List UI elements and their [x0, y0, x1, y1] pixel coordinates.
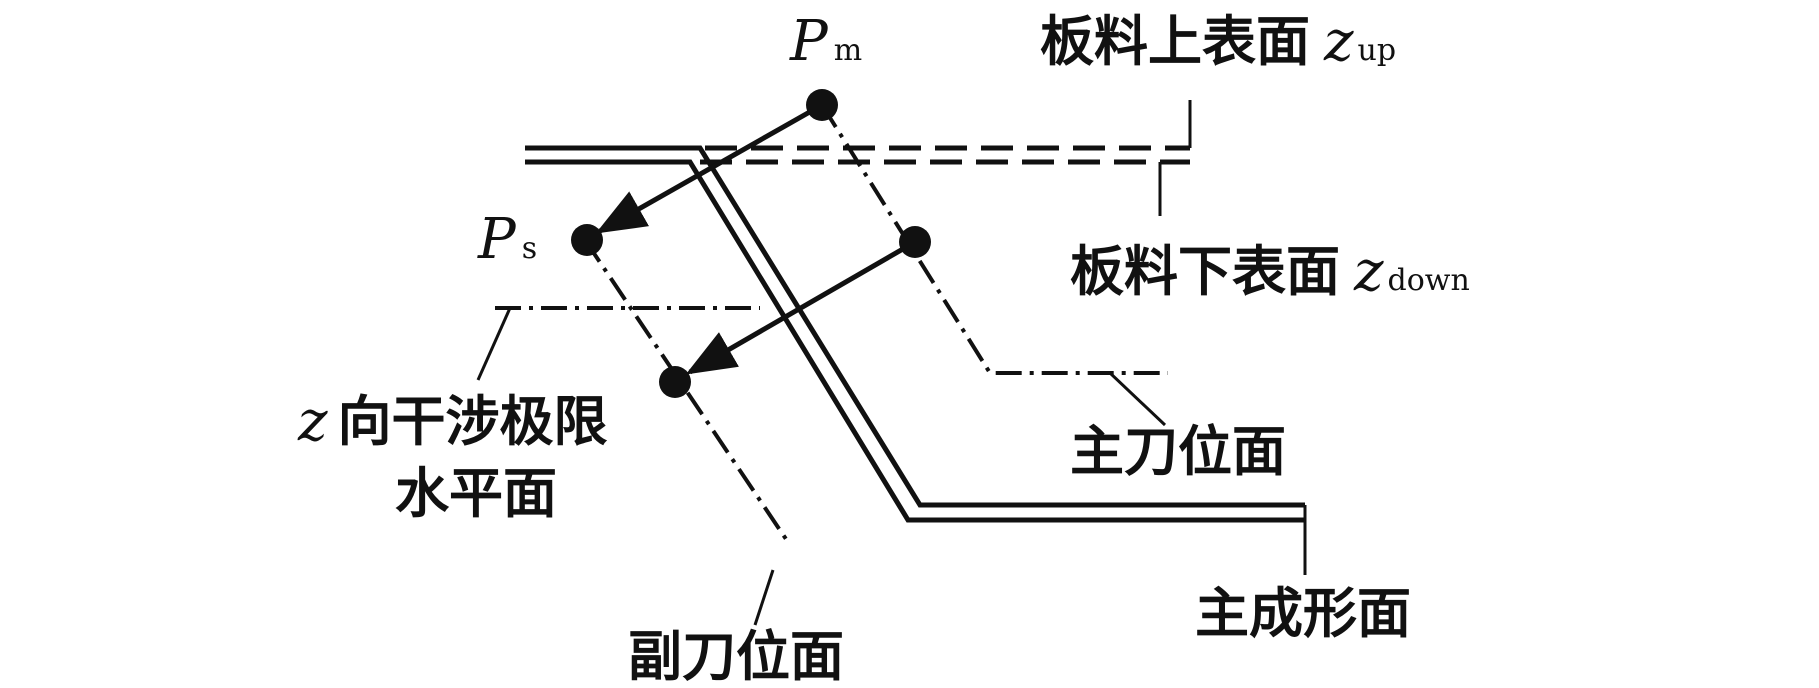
secondary-tool-plane-leader [753, 569, 775, 626]
arrow-pm-to-ps [595, 102, 824, 234]
arrow-main-to-secondary [685, 239, 917, 375]
label-main-forming-surface: 主成形面 [1195, 582, 1411, 645]
point-ps [571, 224, 603, 256]
sheet-upper-surface [525, 145, 1305, 508]
main-tool-plane-leader [1108, 371, 1167, 427]
label-z-limit-line2: 水平面 [395, 462, 557, 525]
label-secondary-tool-plane: 副刀位面 [628, 625, 844, 688]
point-main-2 [899, 226, 931, 258]
point-secondary-2 [659, 366, 691, 398]
sheet-lower-surface [525, 159, 1305, 523]
z-limit-leader [476, 307, 512, 381]
main-tool-plane-line [820, 103, 1168, 375]
point-pm [806, 89, 838, 121]
secondary-tool-plane-line [583, 238, 792, 547]
label-main-tool-plane: 主刀位面 [1070, 420, 1286, 483]
